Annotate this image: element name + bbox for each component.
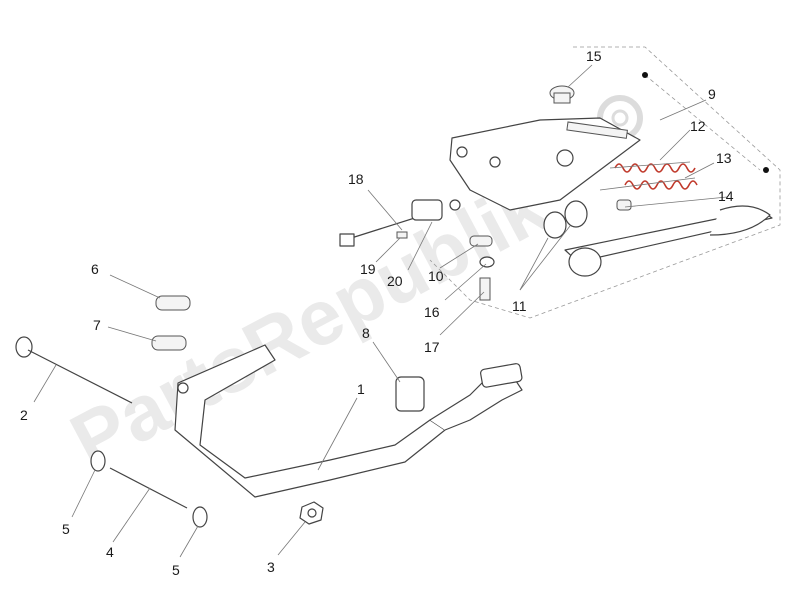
callout-18: 18: [348, 171, 364, 187]
callout-10: 10: [428, 268, 444, 284]
part-16-nut: [479, 256, 495, 268]
callout-14: 14: [718, 188, 734, 204]
part-11-washers: [543, 200, 588, 239]
part-1-center-stand: [174, 344, 523, 498]
reference-dot-14: [763, 167, 769, 173]
callout-4: 4: [106, 544, 114, 560]
assembly-outline-14: [644, 74, 761, 171]
reference-dot-9: [642, 72, 648, 78]
part-2-axle: [15, 336, 133, 404]
part-17-bolt: [479, 277, 491, 301]
assembly-outline-9: [429, 46, 781, 319]
callout-17: 17: [424, 339, 440, 355]
part-9-bracket: [449, 117, 641, 211]
part-5-washer-a: [90, 450, 106, 472]
callout-labels: 15 9 12 13 14 18 19 20 10 11 16 17 8 6 7…: [20, 48, 734, 578]
callout-1: 1: [357, 381, 365, 397]
callout-6: 6: [91, 261, 99, 277]
callout-5b: 5: [172, 562, 180, 578]
callout-5a: 5: [62, 521, 70, 537]
part-7-spring: [151, 335, 187, 351]
part-4-pin: [109, 467, 188, 509]
part-14-side-stand: [564, 199, 773, 277]
part-5-washer-b: [192, 506, 208, 528]
callout-15: 15: [586, 48, 602, 64]
part-18-sensor-switch: [339, 199, 461, 247]
part-10-pin: [469, 235, 493, 247]
part-15-bumper: [549, 85, 575, 104]
callout-11: 11: [512, 298, 527, 314]
callout-7: 7: [93, 317, 101, 333]
callout-16: 16: [424, 304, 440, 320]
callout-12: 12: [690, 118, 706, 134]
part-19-screw: [396, 231, 408, 239]
callout-2: 2: [20, 407, 28, 423]
part-6-spring: [155, 295, 191, 311]
part-13-spring: [599, 177, 698, 191]
callout-9: 9: [708, 86, 716, 102]
callout-13: 13: [716, 150, 732, 166]
watermark: PartsRepublik: [57, 161, 562, 485]
part-3-nut: [299, 501, 324, 525]
leader-lines: [33, 64, 728, 558]
callout-3: 3: [267, 559, 275, 575]
part-8-foot: [395, 376, 425, 412]
callout-20: 20: [387, 273, 403, 289]
callout-8: 8: [362, 325, 370, 341]
part-12-spring: [609, 161, 696, 173]
callout-19: 19: [360, 261, 376, 277]
